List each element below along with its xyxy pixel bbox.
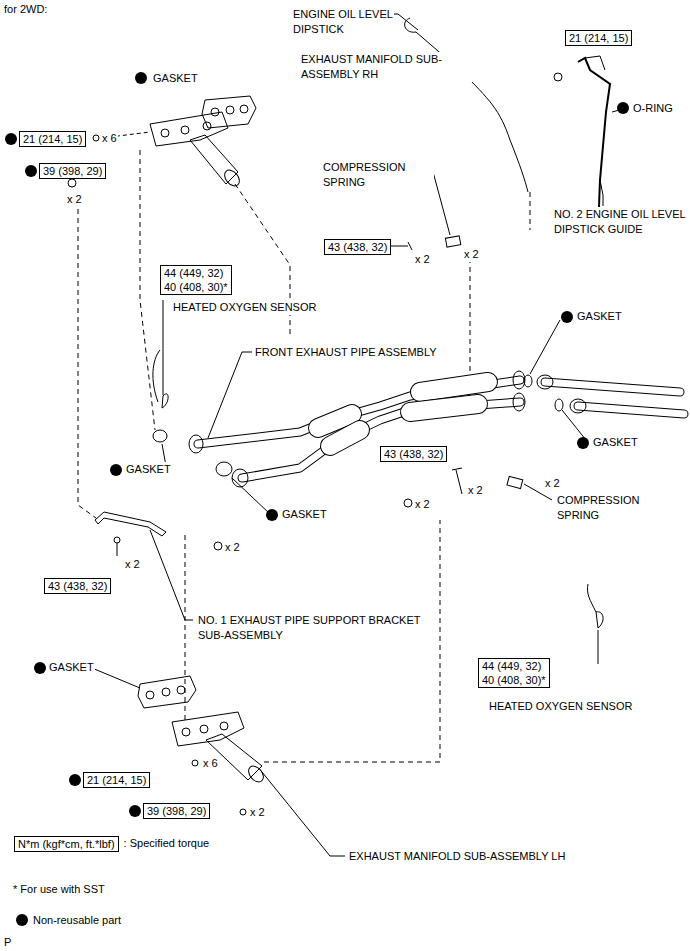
quantity: x 6 xyxy=(101,131,118,146)
part-label: GASKET xyxy=(125,462,172,477)
part-label: GASKET xyxy=(576,309,623,324)
quantity: x 2 xyxy=(414,252,431,267)
torque-box: 21 (214, 15) xyxy=(83,772,150,788)
part-label: COMPRESSION SPRING xyxy=(556,493,668,523)
torque-box: 43 (438, 32) xyxy=(380,446,447,462)
torque-box: 43 (438, 32) xyxy=(44,578,111,594)
torque-value: 44 (449, 32) xyxy=(482,659,546,673)
quantity: x 2 xyxy=(467,483,484,498)
torque-box: 21 (214, 15) xyxy=(565,30,632,46)
quantity: x 2 xyxy=(124,557,141,572)
part-label: EXHAUST MANIFOLD SUB-ASSEMBLY RH xyxy=(300,52,492,82)
torque-value: 21 (214, 15) xyxy=(87,773,146,787)
part-label: FRONT EXHAUST PIPE ASSEMBLY xyxy=(254,345,438,360)
torque-box: 39 (398, 29) xyxy=(39,163,106,179)
part-label: NO. 1 EXHAUST PIPE SUPPORT BRACKET SUB-A… xyxy=(197,613,424,643)
non-reusable-dot xyxy=(16,914,28,926)
torque-box: 44 (449, 32)40 (408, 30)* xyxy=(160,265,232,295)
part-label: HEATED OXYGEN SENSOR xyxy=(488,699,633,714)
torque-value: 43 (438, 32) xyxy=(328,240,387,254)
torque-value: 40 (408, 30)* xyxy=(164,280,228,294)
part-label: : Specified torque xyxy=(123,836,211,851)
part-label: GASKET xyxy=(48,660,95,675)
torque-value: 39 (398, 29) xyxy=(147,804,206,818)
part-label: HEATED OXYGEN SENSOR xyxy=(172,300,317,315)
quantity: x 2 xyxy=(66,192,83,207)
diagram-title: for 2WD: xyxy=(3,2,48,17)
quantity: x 6 xyxy=(202,756,219,771)
part-label: GASKET xyxy=(592,435,639,450)
part-label: * For use with SST xyxy=(12,882,106,897)
quantity: x 2 xyxy=(544,476,561,491)
legend-text: Non-reusable part xyxy=(32,913,122,928)
torque-value: 43 (438, 32) xyxy=(48,579,107,593)
part-label: GASKET xyxy=(152,71,199,86)
torque-value: 44 (449, 32) xyxy=(164,266,228,280)
torque-value: N*m (kgf*cm, ft.*lbf) xyxy=(18,837,115,851)
torque-value: 21 (214, 15) xyxy=(569,31,628,45)
torque-box: 44 (449, 32)40 (408, 30)* xyxy=(478,658,550,688)
part-label: NO. 2 ENGINE OIL LEVEL DIPSTICK GUIDE xyxy=(553,207,687,237)
part-label: P xyxy=(3,935,12,950)
quantity: x 2 xyxy=(249,805,266,820)
quantity: x 2 xyxy=(463,247,480,262)
quantity: x 2 xyxy=(224,540,241,555)
torque-value: 40 (408, 30)* xyxy=(482,673,546,687)
part-label: O-RING xyxy=(632,101,674,116)
legend-torque-box: N*m (kgf*cm, ft.*lbf) xyxy=(14,836,119,852)
part-label: GASKET xyxy=(281,507,328,522)
torque-value: 39 (398, 29) xyxy=(43,164,102,178)
part-label: COMPRESSION SPRING xyxy=(322,160,434,190)
torque-value: 43 (438, 32) xyxy=(384,447,443,461)
part-label: ENGINE OIL LEVEL DIPSTICK xyxy=(292,7,394,37)
part-label: EXHAUST MANIFOLD SUB-ASSEMBLY LH xyxy=(348,849,566,864)
torque-box: 43 (438, 32) xyxy=(324,239,391,255)
torque-box: 21 (214, 15) xyxy=(19,131,86,147)
quantity: x 2 xyxy=(414,497,431,512)
torque-value: 21 (214, 15) xyxy=(23,132,82,146)
torque-box: 39 (398, 29) xyxy=(143,803,210,819)
